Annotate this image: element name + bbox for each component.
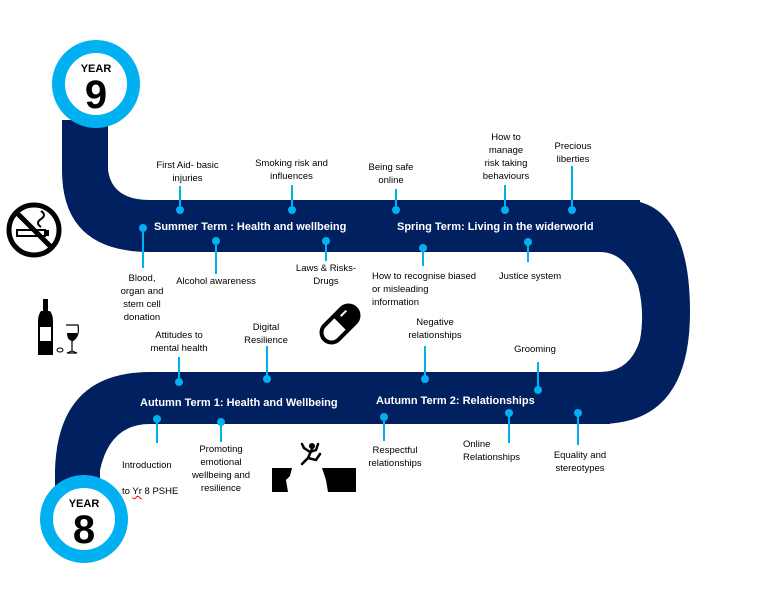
road-segment-right-turn	[600, 200, 690, 424]
pill-capsule-icon	[319, 303, 361, 345]
connector	[395, 189, 397, 209]
topic-attitudes: Attitudes to mental health	[150, 330, 208, 354]
connector	[504, 185, 506, 209]
topic-being-safe: Being safe online	[368, 162, 414, 186]
topic-alcohol: Alcohol awareness	[176, 276, 256, 287]
connector	[577, 413, 579, 445]
road-segment-top-left	[62, 120, 640, 252]
year-label: YEAR	[68, 498, 100, 510]
term-spring: Spring Term: Living in the widerworld	[397, 221, 594, 233]
connector	[537, 362, 539, 388]
connector	[220, 422, 222, 442]
connector-dot	[288, 206, 296, 214]
topic-drugs: Laws & Risks- Drugs	[295, 263, 357, 287]
topic-introduction: Introduction to Yr 8 PSHE	[122, 446, 192, 498]
connector	[383, 417, 385, 441]
connector-dot	[501, 206, 509, 214]
connector-dot	[568, 206, 576, 214]
topic-first-aid: First Aid- basic injuries	[156, 160, 219, 184]
connector	[571, 166, 573, 209]
leap-cliff-icon	[272, 442, 356, 492]
topic-grooming: Grooming	[514, 344, 556, 355]
connector-dot	[421, 375, 429, 383]
connector-dot	[176, 206, 184, 214]
topic-blood-donation: Blood, organ and stem cell donation	[120, 273, 164, 323]
connector	[179, 186, 181, 208]
connector	[424, 346, 426, 378]
connector	[325, 241, 327, 261]
term-autumn-2: Autumn Term 2: Relationships	[376, 395, 535, 407]
topic-manage-risk: How to manage risk taking behaviours	[482, 132, 530, 182]
year-number: 9	[84, 73, 108, 117]
topic-equality: Equality and stereotypes	[553, 450, 607, 474]
topic-justice: Justice system	[498, 271, 562, 282]
no-smoking-icon	[6, 202, 62, 258]
connector	[142, 228, 144, 268]
topic-biased-info: How to recognise biased or misleading in…	[372, 271, 477, 308]
topic-promoting-wellbeing: Promoting emotional wellbeing and resili…	[191, 444, 251, 494]
connector-dot	[534, 386, 542, 394]
topic-negative-relationships: Negative relationships	[408, 317, 462, 341]
spellcheck-word: Yr	[132, 486, 142, 497]
topic-introduction-line1: Introduction	[122, 460, 172, 471]
connector	[508, 413, 510, 443]
term-autumn-1: Autumn Term 1: Health and Wellbeing	[140, 397, 338, 409]
connector-dot	[263, 375, 271, 383]
topic-digital: Digital Resilience	[244, 322, 288, 346]
year-number: 8	[72, 508, 96, 552]
connector-dot	[175, 378, 183, 386]
topic-liberties: Precious liberties	[554, 141, 592, 165]
year-9-badge: YEAR 9	[52, 40, 140, 128]
connector	[215, 241, 217, 274]
connector	[156, 419, 158, 443]
connector	[291, 185, 293, 209]
connector	[266, 346, 268, 378]
connector	[422, 248, 424, 266]
year-label: YEAR	[80, 63, 112, 75]
topic-introduction-line2a: to	[122, 486, 133, 497]
connector-dot	[392, 206, 400, 214]
topic-respectful-relationships: Respectful relationships	[368, 445, 422, 469]
connector	[527, 242, 529, 262]
term-summer: Summer Term : Health and wellbeing	[154, 221, 347, 233]
connector	[178, 357, 180, 381]
topic-smoking: Smoking risk and influences	[255, 158, 328, 182]
road-segment-bottom	[55, 372, 610, 510]
wine-bottle-glass-icon	[38, 299, 79, 355]
topic-introduction-line2b: 8 PSHE	[141, 486, 179, 497]
topic-online-relationships: Online Relationships	[463, 439, 521, 463]
year-8-badge: YEAR 8	[40, 475, 128, 563]
